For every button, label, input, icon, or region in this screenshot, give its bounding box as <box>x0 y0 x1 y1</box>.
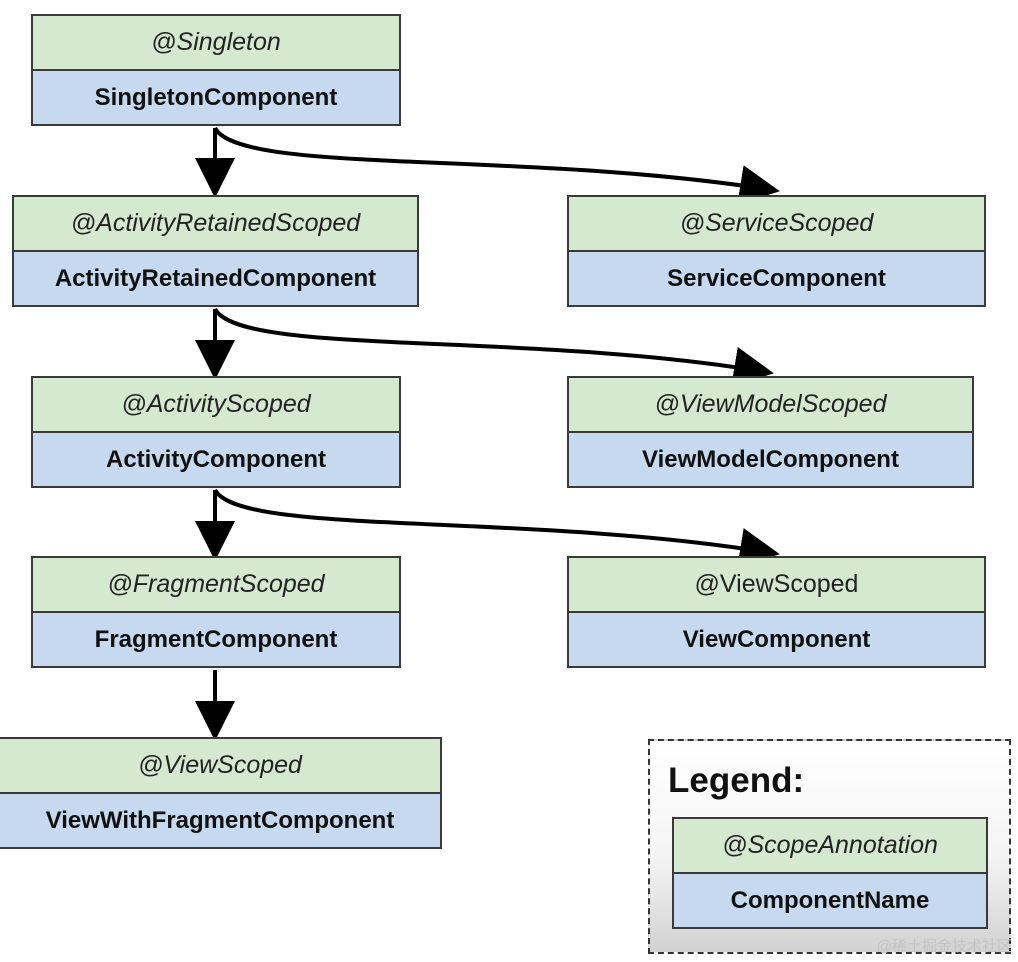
legend-component-name: ComponentName <box>730 886 930 914</box>
component-name: ViewModelComponent <box>642 445 899 473</box>
legend-scope-annotation: @ScopeAnnotation <box>674 819 986 874</box>
legend: Legend: @ScopeAnnotation ComponentName <box>648 739 1011 954</box>
scope-annotation: @ViewModelScoped <box>569 378 972 433</box>
scope-annotation: @ActivityRetainedScoped <box>14 197 417 252</box>
component-name: FragmentComponent <box>94 625 338 653</box>
legend-title: Legend: <box>668 761 805 800</box>
node-view-component: @ViewScoped ViewComponent <box>567 556 986 668</box>
component-name: ServiceComponent <box>667 264 886 292</box>
node-singleton-component: @Singleton SingletonComponent <box>31 14 401 126</box>
component-name: SingletonComponent <box>94 83 338 111</box>
scope-annotation: @ViewScoped <box>0 739 440 794</box>
edge-activity-retained-to-view-model <box>213 307 774 387</box>
node-activity-component: @ActivityScoped ActivityComponent <box>31 376 401 488</box>
scope-annotation: @ServiceScoped <box>569 197 984 252</box>
scope-annotation: @ViewScoped <box>569 558 984 613</box>
component-name: ViewWithFragmentComponent <box>45 806 395 834</box>
node-activity-retained-component: @ActivityRetainedScoped ActivityRetained… <box>12 195 419 307</box>
component-name: ActivityRetainedComponent <box>54 264 377 292</box>
edge-singleton-to-service <box>213 126 780 205</box>
component-name: ViewComponent <box>682 625 871 653</box>
legend-sample-node: @ScopeAnnotation ComponentName <box>672 817 988 929</box>
node-service-component: @ServiceScoped ServiceComponent <box>567 195 986 307</box>
edge-activity-to-view <box>213 488 780 568</box>
node-view-with-fragment-component: @ViewScoped ViewWithFragmentComponent <box>0 737 442 849</box>
node-view-model-component: @ViewModelScoped ViewModelComponent <box>567 376 974 488</box>
watermark: @稀土掘金技术社区 <box>876 938 1012 955</box>
scope-annotation: @FragmentScoped <box>33 558 399 613</box>
scope-annotation: @Singleton <box>33 16 399 71</box>
component-name: ActivityComponent <box>105 445 326 473</box>
node-fragment-component: @FragmentScoped FragmentComponent <box>31 556 401 668</box>
scope-annotation: @ActivityScoped <box>33 378 399 433</box>
